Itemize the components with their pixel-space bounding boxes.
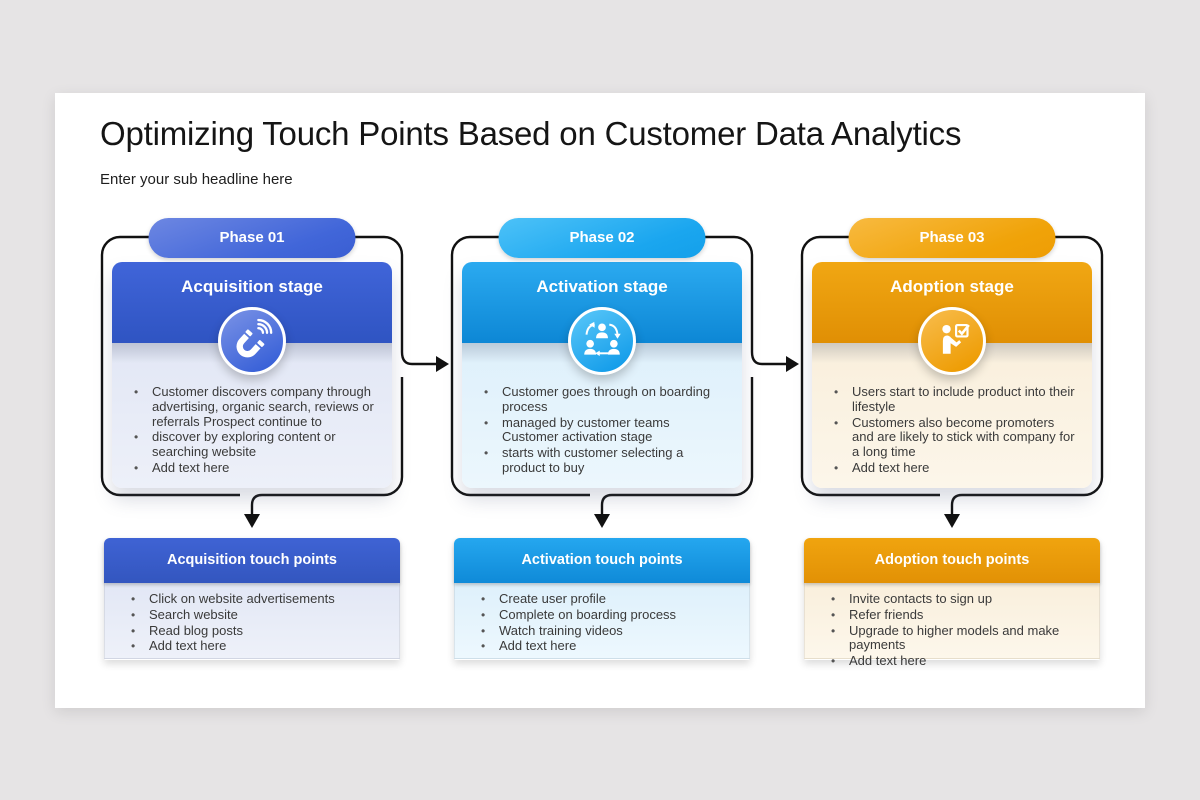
phase-2-touch-card: Activation touch points Create user prof…	[454, 538, 750, 660]
list-item: Customers also become promoters and are …	[830, 415, 1078, 460]
presenter-checkbox-icon	[918, 307, 986, 375]
page-subtitle: Enter your sub headline here	[100, 171, 293, 188]
list-item: starts with customer selecting a product…	[480, 445, 728, 476]
list-item: Customer discovers company through adver…	[130, 384, 378, 429]
list-item: Add text here	[827, 653, 1089, 669]
phase-2-pill: Phase 02	[498, 218, 706, 258]
list-item: Add text here	[477, 639, 739, 654]
phase-3-column: Phase 03 Adoption stage	[802, 218, 1102, 669]
phase-3-stage-card: Adoption stage Users start to include pr…	[812, 262, 1092, 488]
list-item: discover by exploring content or searchi…	[130, 430, 378, 460]
phase-1-touch-body: Click on website advertisements Search w…	[104, 583, 400, 659]
list-item: Click on website advertisements	[127, 591, 389, 607]
phase-1-pill: Phase 01	[148, 218, 356, 258]
phase-2-touch-bullet-list: Create user profile Complete on boarding…	[455, 583, 749, 654]
phase-1-stage-title: Acquisition stage	[181, 277, 323, 296]
phase-2-touch-title: Activation touch points	[454, 538, 750, 583]
phase-2-stage-card: Activation stage	[462, 262, 742, 488]
list-item: Add text here	[830, 460, 1078, 476]
phase-1-touch-bullet-list: Click on website advertisements Search w…	[105, 583, 399, 654]
phase-1-column: Phase 01 Acquisition stage	[102, 218, 402, 660]
arrow-phase1-to-phase2	[436, 356, 449, 372]
phase-2-touch-body: Create user profile Complete on boarding…	[454, 583, 750, 659]
magnet-icon	[218, 307, 286, 375]
list-item: Add text here	[130, 460, 378, 476]
phase-3-stage-title: Adoption stage	[890, 277, 1014, 296]
phase-2-column: Phase 02 Activation stage	[452, 218, 752, 660]
phase-3-touch-card: Adoption touch points Invite contacts to…	[804, 538, 1100, 669]
phase-1-touch-card: Acquisition touch points Click on websit…	[104, 538, 400, 660]
arrow-phase2-to-phase3	[786, 356, 799, 372]
list-item: Upgrade to higher models and make paymen…	[827, 623, 1089, 654]
list-item: Read blog posts	[127, 623, 389, 639]
list-item: Refer friends	[827, 607, 1089, 623]
phase-2-stage-title: Activation stage	[536, 277, 668, 296]
list-item: Invite contacts to sign up	[827, 591, 1089, 607]
list-item: Search website	[127, 607, 389, 623]
list-item: Customer goes through on boarding proces…	[480, 384, 728, 415]
list-item: managed by customer teams Customer activ…	[480, 415, 728, 446]
list-item: Create user profile	[477, 591, 739, 607]
team-cycle-icon	[568, 307, 636, 375]
list-item: Watch training videos	[477, 623, 739, 639]
page-title: Optimizing Touch Points Based on Custome…	[100, 115, 962, 152]
list-item: Complete on boarding process	[477, 607, 739, 623]
phase-1-touch-title: Acquisition touch points	[104, 538, 400, 583]
phase-1-stage-card: Acquisition stage	[112, 262, 392, 488]
phase-3-pill: Phase 03	[848, 218, 1056, 258]
phase-3-touch-bullet-list: Invite contacts to sign up Refer friends…	[805, 583, 1099, 669]
slide-canvas: Optimizing Touch Points Based on Custome…	[55, 93, 1145, 708]
list-item: Users start to include product into thei…	[830, 384, 1078, 415]
list-item: Add text here	[127, 639, 389, 654]
phase-3-touch-body: Invite contacts to sign up Refer friends…	[804, 583, 1100, 669]
phase-3-touch-title: Adoption touch points	[804, 538, 1100, 583]
